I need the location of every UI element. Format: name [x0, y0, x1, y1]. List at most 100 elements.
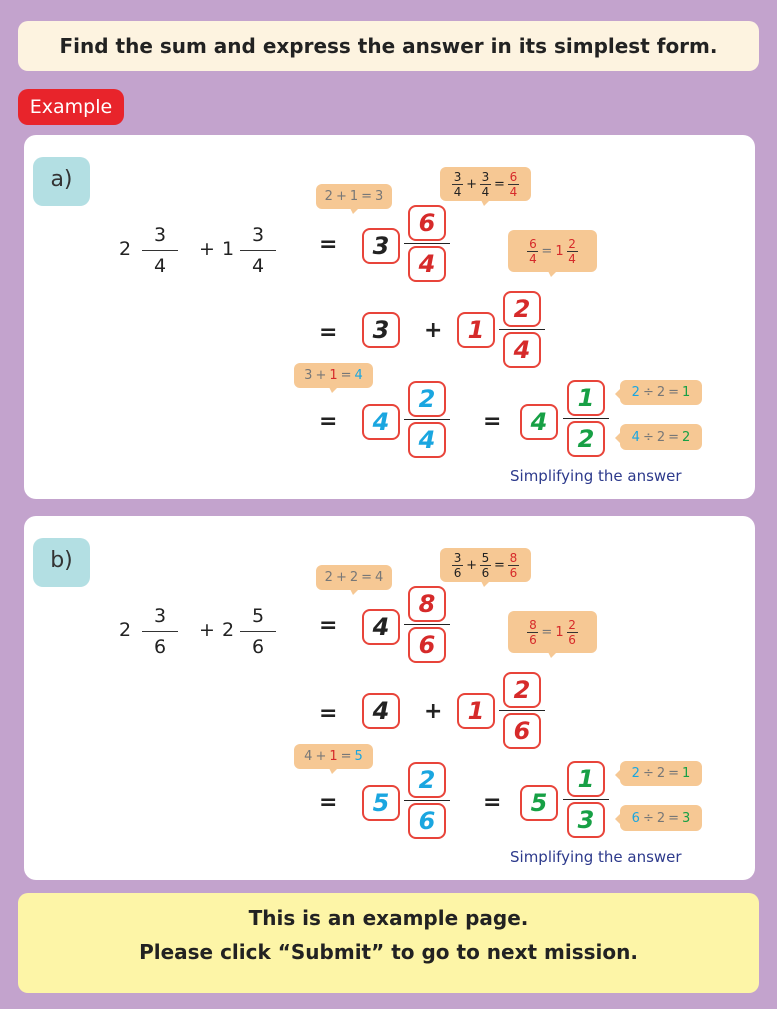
bubble-operator: ÷	[642, 810, 654, 826]
bubble-result: 5	[354, 749, 363, 764]
equals-sign: =	[483, 409, 502, 434]
bubble-term: 4	[304, 749, 313, 764]
fraction-bar	[499, 710, 545, 711]
equals-sign: =	[319, 320, 338, 345]
bubble-operator: ÷	[642, 429, 654, 445]
step2-extra-whole-box: 1	[457, 693, 495, 729]
numerator-division-bubble: 2÷2=1	[615, 380, 702, 405]
question-whole-2: 2	[222, 619, 235, 641]
step1-whole-box: 4	[362, 609, 400, 645]
numerator: 6	[529, 236, 537, 251]
bubble-equals: =	[340, 749, 352, 764]
bubble-term: 1	[349, 189, 359, 204]
step2-numerator-box: 2	[503, 672, 541, 708]
step2-denominator-box: 6	[503, 713, 541, 749]
numerator: 3	[153, 605, 167, 627]
bubble-equals: =	[541, 624, 553, 640]
answer-numerator-box: 1	[567, 761, 605, 797]
whole-sum-bubble-2: 4+1=5	[294, 744, 373, 774]
equals-sign: =	[319, 409, 338, 434]
equals-sign: =	[319, 613, 338, 638]
bubble-result: 4	[375, 570, 384, 585]
bubble-term: 2	[324, 189, 333, 204]
denominator: 4	[481, 184, 490, 199]
denominator: 6	[251, 636, 265, 658]
question-whole-1: 2	[119, 238, 132, 260]
denominator: 6	[481, 565, 490, 580]
denominator: 6	[568, 632, 576, 647]
bubble-term: 3	[304, 368, 313, 383]
fraction-bar	[404, 243, 450, 244]
fraction-bar	[563, 799, 609, 800]
denominator: 4	[453, 184, 462, 199]
bubble-equals: =	[361, 570, 373, 585]
bubble-equals: =	[340, 368, 352, 383]
numerator-division-bubble: 2÷2=1	[615, 761, 702, 786]
step1-denominator-box: 6	[408, 627, 446, 663]
numerator: 3	[453, 169, 462, 184]
numerator: 2	[568, 617, 576, 632]
plus-sign: +	[424, 699, 443, 724]
bubble-operator: +	[466, 176, 477, 192]
bubble-whole: 1	[555, 624, 564, 640]
bubble-result: 1	[682, 766, 691, 781]
bubble-term: 2	[656, 429, 666, 445]
step1-numerator-box: 8	[408, 586, 446, 622]
answer-whole-box: 4	[520, 404, 558, 440]
step3-whole-box: 4	[362, 404, 400, 440]
step2-whole-box: 4	[362, 693, 400, 729]
bubble-term: 4	[631, 429, 640, 445]
numerator: 3	[481, 169, 490, 184]
bubble-operator: +	[315, 368, 327, 383]
bubble-term: 1	[329, 368, 338, 383]
bubble-result: 3	[682, 810, 691, 826]
fraction-bar	[404, 624, 450, 625]
equals-sign: =	[319, 790, 338, 815]
step3-denominator-box: 6	[408, 803, 446, 839]
bubble-term: 2	[631, 385, 640, 400]
bubble-equals: =	[668, 810, 680, 826]
denominator: 4	[153, 255, 167, 277]
bubble-equals: =	[361, 189, 373, 204]
numerator: 6	[509, 169, 518, 184]
bubble-term: 2	[656, 810, 666, 826]
numerator: 8	[529, 617, 537, 632]
denominator-division-bubble: 4÷2=2	[615, 424, 702, 450]
fraction-bar	[404, 800, 450, 801]
denominator: 6	[153, 636, 167, 658]
bubble-term: 2	[656, 385, 666, 400]
bubble-equals: =	[668, 385, 680, 400]
simplifying-note: Simplifying the answer	[510, 848, 682, 866]
instruction-banner: Find the sum and express the answer in i…	[18, 21, 759, 71]
question-whole-2: 1	[222, 238, 235, 260]
bubble-term: 2	[631, 766, 640, 781]
denominator-division-bubble: 6÷2=3	[615, 805, 702, 831]
step3-numerator-box: 2	[408, 381, 446, 417]
footer-line-2: Please click “Submit” to go to next miss…	[139, 940, 638, 964]
bubble-term: 2	[349, 570, 359, 585]
numerator: 5	[481, 550, 490, 565]
example-badge: Example	[18, 89, 124, 125]
step2-whole-box: 3	[362, 312, 400, 348]
step3-whole-box: 5	[362, 785, 400, 821]
bubble-operator: +	[335, 570, 347, 585]
answer-denominator-box: 3	[567, 802, 605, 838]
whole-sum-bubble: 2+1=3	[316, 184, 392, 214]
step1-numerator-box: 6	[408, 205, 446, 241]
bubble-equals: =	[494, 557, 505, 573]
step2-extra-whole-box: 1	[457, 312, 495, 348]
whole-sum-bubble-2: 3+1=4	[294, 363, 373, 393]
equals-sign: =	[319, 232, 338, 257]
fraction-bar	[499, 329, 545, 330]
